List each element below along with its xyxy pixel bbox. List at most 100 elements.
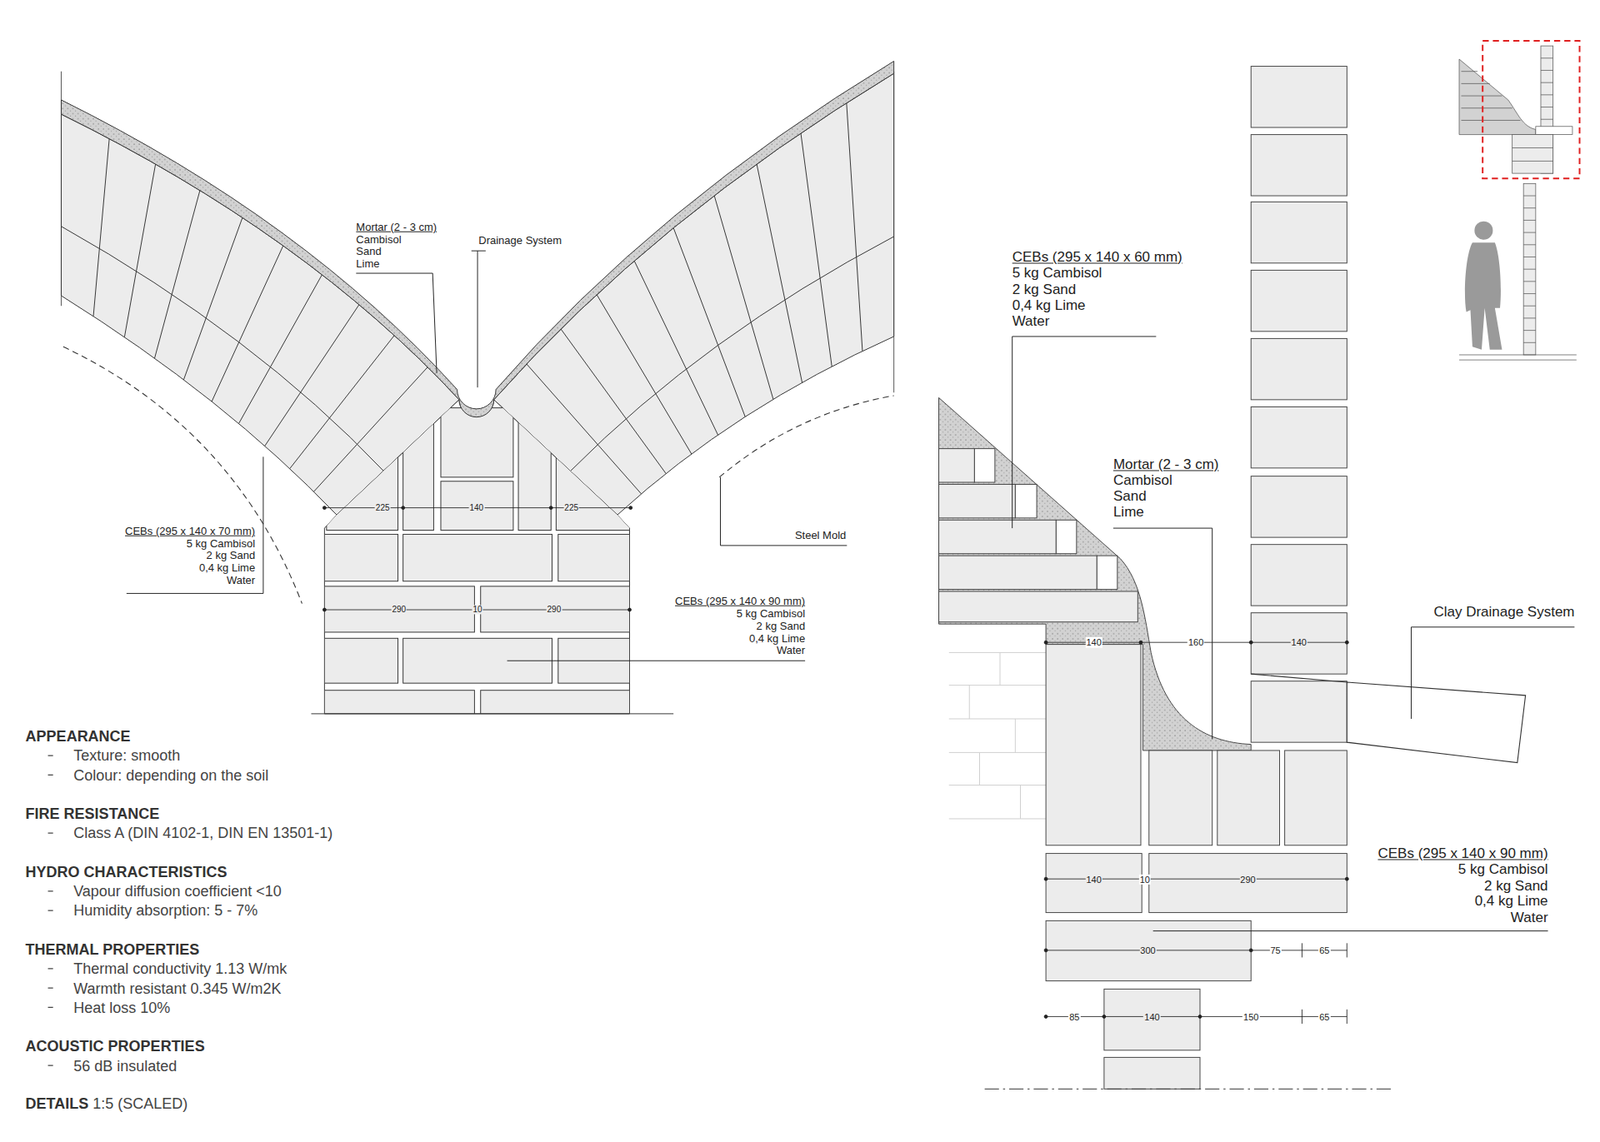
callout-label: CEBs (295 x 140 x 70 mm) [125, 525, 255, 539]
base-line [310, 713, 674, 715]
steel-mold [63, 346, 303, 604]
person-silhouette [1465, 242, 1503, 350]
clay-drain-pipe [1346, 682, 1525, 764]
wall-brick [1045, 645, 1141, 846]
callout-label: Mortar (2 - 3 cm) [1113, 457, 1220, 474]
inset-view [1459, 40, 1580, 360]
wall-brick [1250, 681, 1347, 743]
dimension-line [628, 608, 632, 612]
callout-label: Cambisol [355, 233, 401, 246]
leader-line [720, 477, 847, 546]
dimension-line [1345, 640, 1349, 645]
dimension-number: 140 [1085, 874, 1102, 885]
wall-brick [1250, 201, 1347, 263]
dimension-line [1044, 1015, 1048, 1019]
vault-step-brick [939, 591, 1139, 623]
wall-brick [1250, 476, 1347, 538]
callout-label: 2 kg Sand [206, 550, 256, 563]
dimension-number: 290 [390, 605, 407, 615]
vault-step-brick [974, 449, 995, 483]
faded-bricks [949, 652, 1046, 820]
callout-label: Sand [355, 245, 381, 259]
wall-brick [1217, 750, 1280, 846]
callout-label: 2 kg Sand [1484, 879, 1549, 895]
pier [558, 534, 630, 581]
property-heading: THERMAL PROPERTIES [25, 941, 200, 959]
dimension-number: 160 [1187, 637, 1205, 648]
dimension-number: 75 [1269, 945, 1281, 956]
wall-brick [1045, 920, 1251, 981]
callout-label: 0,4 kg Lime [1475, 894, 1549, 910]
vault-step-brick [939, 555, 1098, 590]
pier [324, 690, 475, 715]
callout-label: CEBs (295 x 140 x 60 mm) [1012, 249, 1183, 265]
dimension-line [1044, 877, 1048, 881]
dimension-line [629, 506, 633, 510]
pier [480, 690, 630, 715]
property-heading: HYDRO CHARACTERISTICS [25, 864, 228, 881]
vault-step-brick [939, 449, 975, 483]
wall-brick [1045, 66, 1347, 1090]
pier [324, 534, 398, 581]
pier [518, 408, 551, 531]
property-heading: ACOUSTIC PROPERTIES [25, 1038, 205, 1055]
dimension-number: 65 [1318, 945, 1330, 956]
callout-label: 5 kg Cambisol [736, 608, 805, 621]
dimension-line [1044, 640, 1048, 645]
vault-step-brick [939, 484, 1016, 518]
steel-mold [63, 346, 895, 604]
dimension-line [322, 506, 326, 510]
pier [324, 400, 630, 715]
vault-right [526, 103, 863, 495]
property-value: Texture: smooth [73, 747, 180, 765]
dimension-number: 140 [468, 503, 485, 513]
dimension-number: 140 [1085, 637, 1102, 648]
vault-step-brick [1055, 520, 1076, 554]
callout-label: Water [1012, 313, 1050, 330]
vault-left [60, 114, 460, 515]
wall-brick [1104, 1057, 1200, 1090]
wall-brick [1250, 270, 1347, 331]
callout-label: 5 kg Cambisol [1012, 265, 1103, 282]
dimension-line [1301, 943, 1347, 1025]
dimension-number: 10 [1139, 874, 1151, 885]
bullet-dash [48, 755, 54, 1066]
person-silhouette [1465, 221, 1503, 350]
dimension-line [1102, 1015, 1106, 1019]
leader-line [126, 250, 847, 661]
leader-line [1012, 336, 1157, 529]
vault-right [494, 73, 895, 515]
dimension-number: 225 [375, 503, 391, 513]
property-value: Heat loss 10% [73, 1000, 170, 1017]
callout-label: Clay Drainage System [1433, 604, 1575, 620]
property-value: Humidity absorption: 5 - 7% [73, 902, 258, 920]
mortar-layer [60, 60, 894, 417]
vault-right [494, 73, 895, 515]
clay-drain-pipe [1250, 674, 1525, 763]
callout-label: Lime [1113, 504, 1145, 520]
dimension-number: 140 [1143, 1012, 1160, 1023]
callout-label: Lime [355, 258, 380, 271]
inset-view [1482, 40, 1580, 179]
dimension-line [1249, 640, 1253, 645]
inset-view [1512, 135, 1554, 175]
mortar-layer [60, 60, 894, 417]
cut-line [985, 1089, 1394, 1090]
dimension-number: 140 [1290, 637, 1308, 648]
pier [326, 408, 399, 531]
leader-line [1012, 336, 1575, 932]
inset-view [1459, 355, 1577, 360]
dimension-line [401, 506, 405, 510]
callout-label: 2 kg Sand [756, 620, 806, 634]
callout-label: 2 kg Sand [1012, 281, 1077, 298]
person-silhouette [1474, 221, 1493, 240]
vault-left [60, 226, 384, 472]
pier [403, 534, 553, 581]
dimension-number: 225 [563, 503, 580, 513]
property-value: Colour: depending on the soil [73, 767, 269, 785]
wall-brick [1250, 613, 1347, 675]
callout-label: Steel Mold [795, 530, 846, 543]
leader-line [507, 660, 806, 662]
dimension-line [1139, 640, 1143, 645]
dimension-line [1045, 642, 1347, 1017]
